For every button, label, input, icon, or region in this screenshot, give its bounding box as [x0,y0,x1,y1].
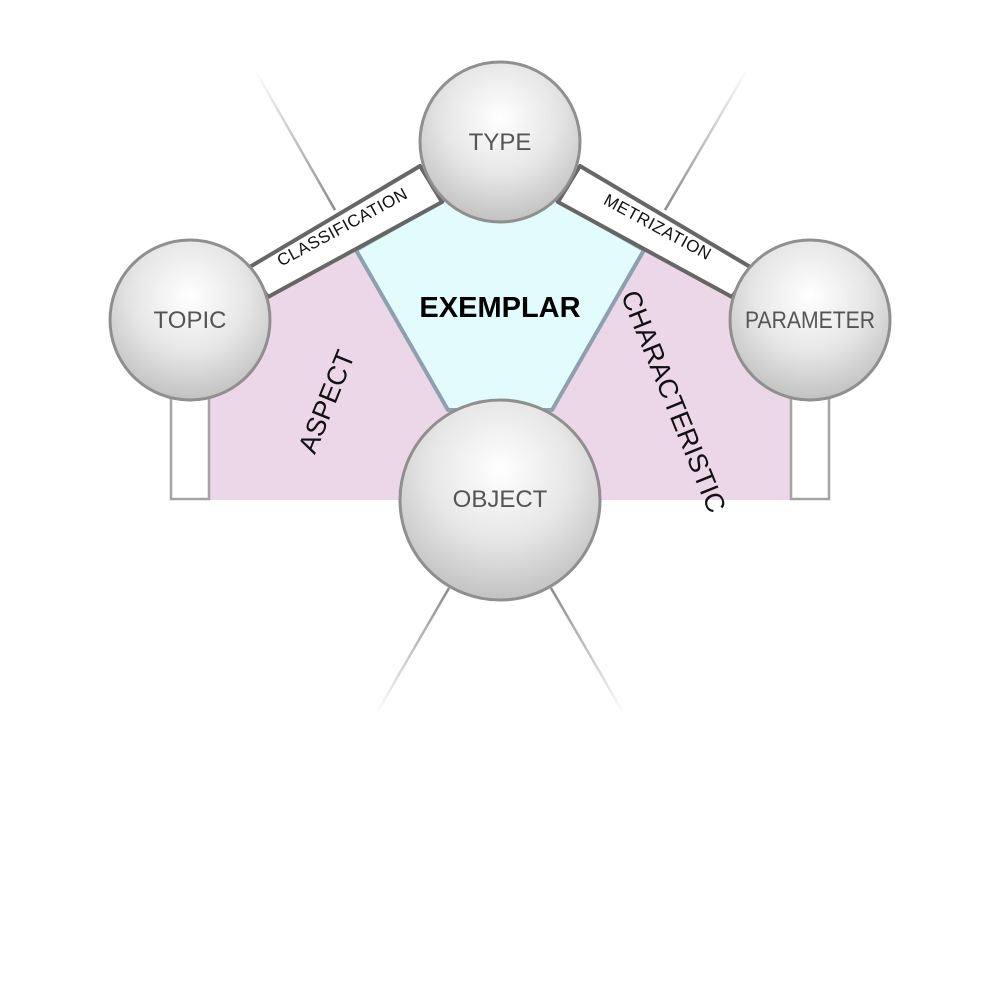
object-circle [398,398,602,602]
stem-parameter [789,396,831,501]
topic-circle [108,238,272,402]
construction-lines [100,67,900,715]
node-parameter: PARAMETER [728,238,892,402]
object-label: OBJECT [453,486,548,513]
guide-line-upper-right [663,67,750,211]
type-circle [418,60,582,224]
parameter-label: PARAMETER [745,307,875,334]
guide-line-lower-left [374,587,451,715]
node-stems [169,396,831,501]
parameter-circle [728,238,892,402]
exemplar-label: EXEMPLAR [419,292,580,324]
type-label: TYPE [469,129,532,156]
node-object: OBJECT [398,398,602,602]
node-type: TYPE [418,60,582,224]
guide-line-upper-left [253,69,337,211]
topic-label: TOPIC [154,307,227,334]
guide-line-lower-right [549,587,626,715]
node-topic: TOPIC [108,238,272,402]
stem-topic [169,396,211,501]
